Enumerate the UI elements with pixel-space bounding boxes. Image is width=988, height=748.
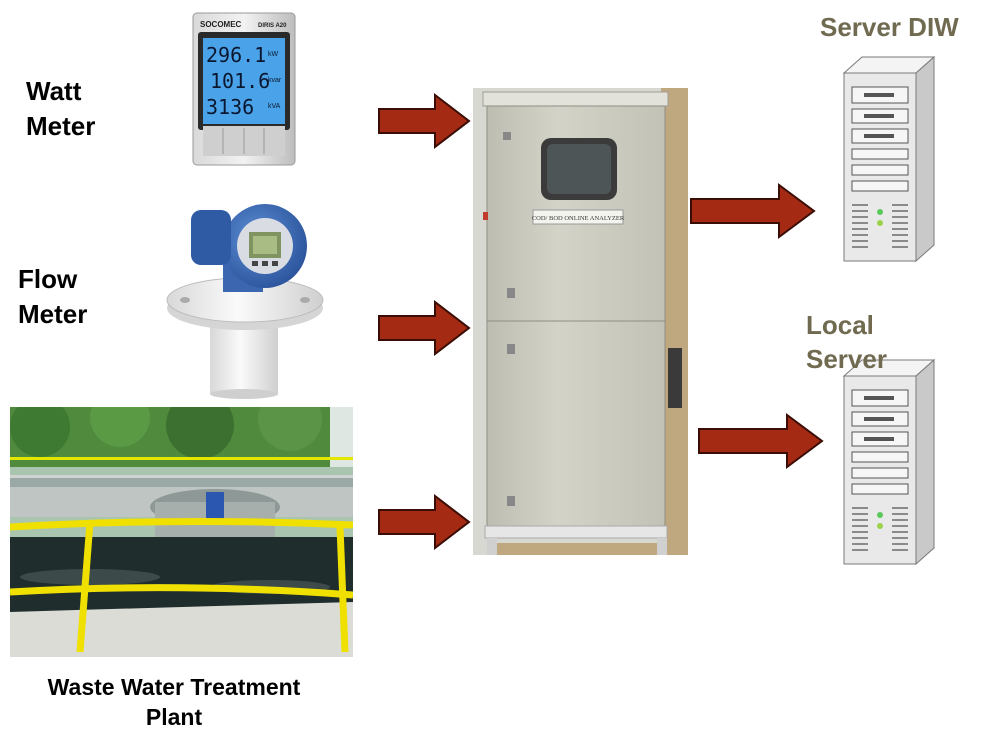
- reading-1-unit: kW: [268, 51, 279, 58]
- reading-2-value: 101.6: [210, 69, 270, 93]
- flow-meter-device: [165, 200, 325, 400]
- reading-3-value: 3136: [206, 95, 254, 119]
- watt-meter-device: SOCOMEC DIRIS A20 296.1 kW 101.6 kvar 31…: [192, 12, 296, 168]
- flow-meter-svg: [166, 204, 324, 399]
- arrow-analyzer-to-server-diw: [690, 183, 816, 239]
- local-server: [840, 358, 936, 568]
- local-server-label: Local Server: [806, 310, 887, 374]
- plant-label: Waste Water Treatment Plant: [47, 674, 301, 730]
- server-diw-label: Server DIW: [820, 12, 959, 42]
- watt-meter-brand: SOCOMEC: [200, 20, 242, 29]
- treatment-plant-svg: [10, 407, 353, 657]
- reading-2-unit: kvar: [268, 77, 282, 84]
- arrow-plant-to-analyzer: [378, 494, 471, 550]
- analyzer-cabinet: COD/ BOD ONLINE ANALYZER: [473, 88, 688, 555]
- watt-meter-model: DIRIS A20: [258, 23, 287, 29]
- analyzer-plate: COD/ BOD ONLINE ANALYZER: [532, 215, 625, 222]
- server-diw: [840, 55, 936, 265]
- treatment-plant-image: [10, 407, 353, 657]
- reading-3-unit: kVA: [268, 103, 281, 110]
- analyzer-cabinet-svg: COD/ BOD ONLINE ANALYZER: [473, 88, 688, 555]
- arrow-watt-to-analyzer: [378, 93, 471, 149]
- watt-meter-label: Watt Meter: [26, 76, 96, 141]
- server-diw-svg: [842, 55, 936, 263]
- watt-meter-svg: SOCOMEC DIRIS A20 296.1 kW 101.6 kvar 31…: [192, 12, 296, 166]
- local-server-svg: [842, 358, 936, 566]
- arrow-analyzer-to-local-server: [698, 413, 824, 469]
- flow-meter-label: Flow Meter: [18, 264, 88, 329]
- reading-1-value: 296.1: [206, 43, 266, 67]
- arrow-flow-to-analyzer: [378, 300, 471, 356]
